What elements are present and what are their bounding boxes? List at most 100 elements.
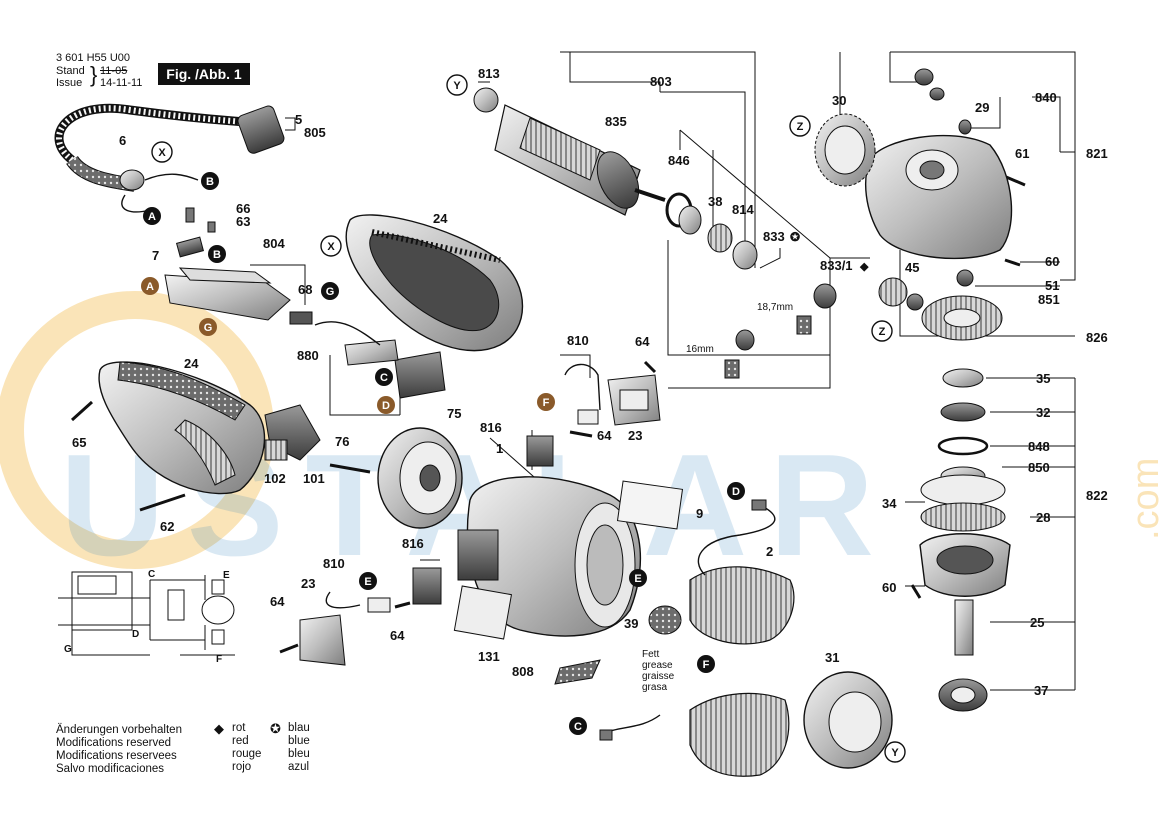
callout-f2: F [697, 655, 715, 673]
label-816b: 816 [402, 536, 424, 551]
red-diamond-icon: ◆ [214, 721, 224, 736]
callout-x1: X [151, 141, 173, 163]
svg-text:D: D [732, 486, 740, 498]
callout-c1: C [375, 368, 393, 386]
svg-text:Y: Y [891, 747, 899, 759]
legend-red-es: rojo [232, 761, 252, 773]
svg-text:Y: Y [453, 80, 461, 92]
callout-f1: F [537, 393, 555, 411]
label-5: 5 [295, 112, 302, 127]
svg-text:G: G [204, 322, 213, 334]
part-number: 3 601 H55 U00 [56, 52, 130, 64]
schematic-label-e: E [223, 570, 230, 581]
stand-label: Stand [56, 65, 85, 77]
callout-z1: Z [789, 115, 811, 137]
field-coil [648, 566, 795, 777]
callout-d2: D [727, 482, 745, 500]
label-64b: 64 [597, 428, 612, 443]
label-805: 805 [304, 125, 326, 140]
label-63: 63 [236, 214, 250, 229]
issue-label: Issue [56, 77, 83, 89]
switch-assembly [164, 207, 313, 325]
svg-text:F: F [703, 659, 710, 671]
label-60b: 60 [882, 580, 896, 595]
blue-mark-833: ✪ [790, 230, 801, 244]
label-846: 846 [668, 153, 690, 168]
label-850: 850 [1028, 460, 1050, 475]
red-mark-833-1: ◆ [859, 261, 869, 273]
wiring-schematic [58, 571, 235, 656]
label-29: 29 [975, 100, 989, 115]
dim-16mm: 16mm [686, 344, 714, 355]
label-35: 35 [1036, 371, 1050, 386]
legend-blue: ✪ blau blue bleu azul [270, 722, 310, 774]
label-131: 131 [478, 649, 500, 664]
stand-value: 11-05 [100, 65, 128, 77]
label-848: 848 [1028, 439, 1050, 454]
note-en: Modifications reserved [56, 737, 172, 749]
armature [473, 87, 666, 216]
label-833-1: 833/1 [820, 258, 853, 273]
legend-blue-en: blue [288, 735, 310, 747]
legend-red-en: red [232, 735, 249, 747]
label-31: 31 [825, 650, 839, 665]
bearings-small [665, 192, 837, 379]
callout-g2: G [199, 318, 217, 336]
label-814: 814 [732, 202, 754, 217]
housing-front [98, 361, 321, 495]
svg-text:A: A [146, 281, 154, 293]
label-810a: 810 [567, 333, 589, 348]
label-808: 808 [512, 664, 534, 679]
callout-b1: B [201, 172, 219, 190]
callout-a1: A [143, 207, 161, 225]
label-34: 34 [882, 496, 897, 511]
label-38: 38 [708, 194, 722, 209]
callouts-outline: X X Y Y Z Z [151, 74, 906, 763]
label-76: 76 [335, 434, 349, 449]
power-cord [54, 103, 285, 213]
svg-text:D: D [382, 400, 390, 412]
watermark-side-text: .com [1125, 458, 1167, 540]
callout-g1: G [321, 282, 339, 300]
svg-text:A: A [148, 211, 156, 223]
label-62: 62 [160, 519, 174, 534]
fan-75 [377, 427, 463, 529]
label-64a: 64 [635, 334, 650, 349]
label-803: 803 [650, 74, 672, 89]
svg-text:G: G [326, 286, 335, 298]
label-68: 68 [298, 282, 312, 297]
label-65: 65 [72, 435, 86, 450]
label-826: 826 [1086, 330, 1108, 345]
gear-head [814, 68, 1013, 341]
label-810b: 810 [323, 556, 345, 571]
blue-star-icon: ✪ [270, 721, 281, 736]
label-835: 835 [605, 114, 627, 129]
schematic-label-c: C [148, 569, 155, 580]
label-821: 821 [1086, 146, 1108, 161]
legend-blue-fr: bleu [288, 748, 310, 760]
label-51: 51 [1045, 278, 1059, 293]
grease-note-de: Fett [642, 649, 659, 660]
svg-text:B: B [206, 176, 214, 188]
label-804: 804 [263, 236, 285, 251]
label-822: 822 [1086, 488, 1108, 503]
callouts-dark: A A B B C C D D E E F F G G [141, 172, 745, 735]
label-880: 880 [297, 348, 319, 363]
callout-d1: D [377, 396, 395, 414]
label-61: 61 [1015, 146, 1029, 161]
modification-notes: Änderungen vorbehalten Modifications res… [56, 724, 182, 776]
label-816a: 816 [480, 420, 502, 435]
svg-text:F: F [543, 397, 550, 409]
label-2: 2 [766, 544, 773, 559]
callout-a2: A [141, 277, 159, 295]
label-45: 45 [905, 260, 919, 275]
svg-text:C: C [380, 372, 388, 384]
note-fr: Modifications reservees [56, 750, 177, 762]
callout-e2: E [629, 569, 647, 587]
label-813: 813 [478, 66, 500, 81]
label-101: 101 [303, 471, 325, 486]
label-23b: 23 [301, 576, 315, 591]
svg-text:C: C [574, 721, 582, 733]
switch-module [314, 321, 446, 399]
